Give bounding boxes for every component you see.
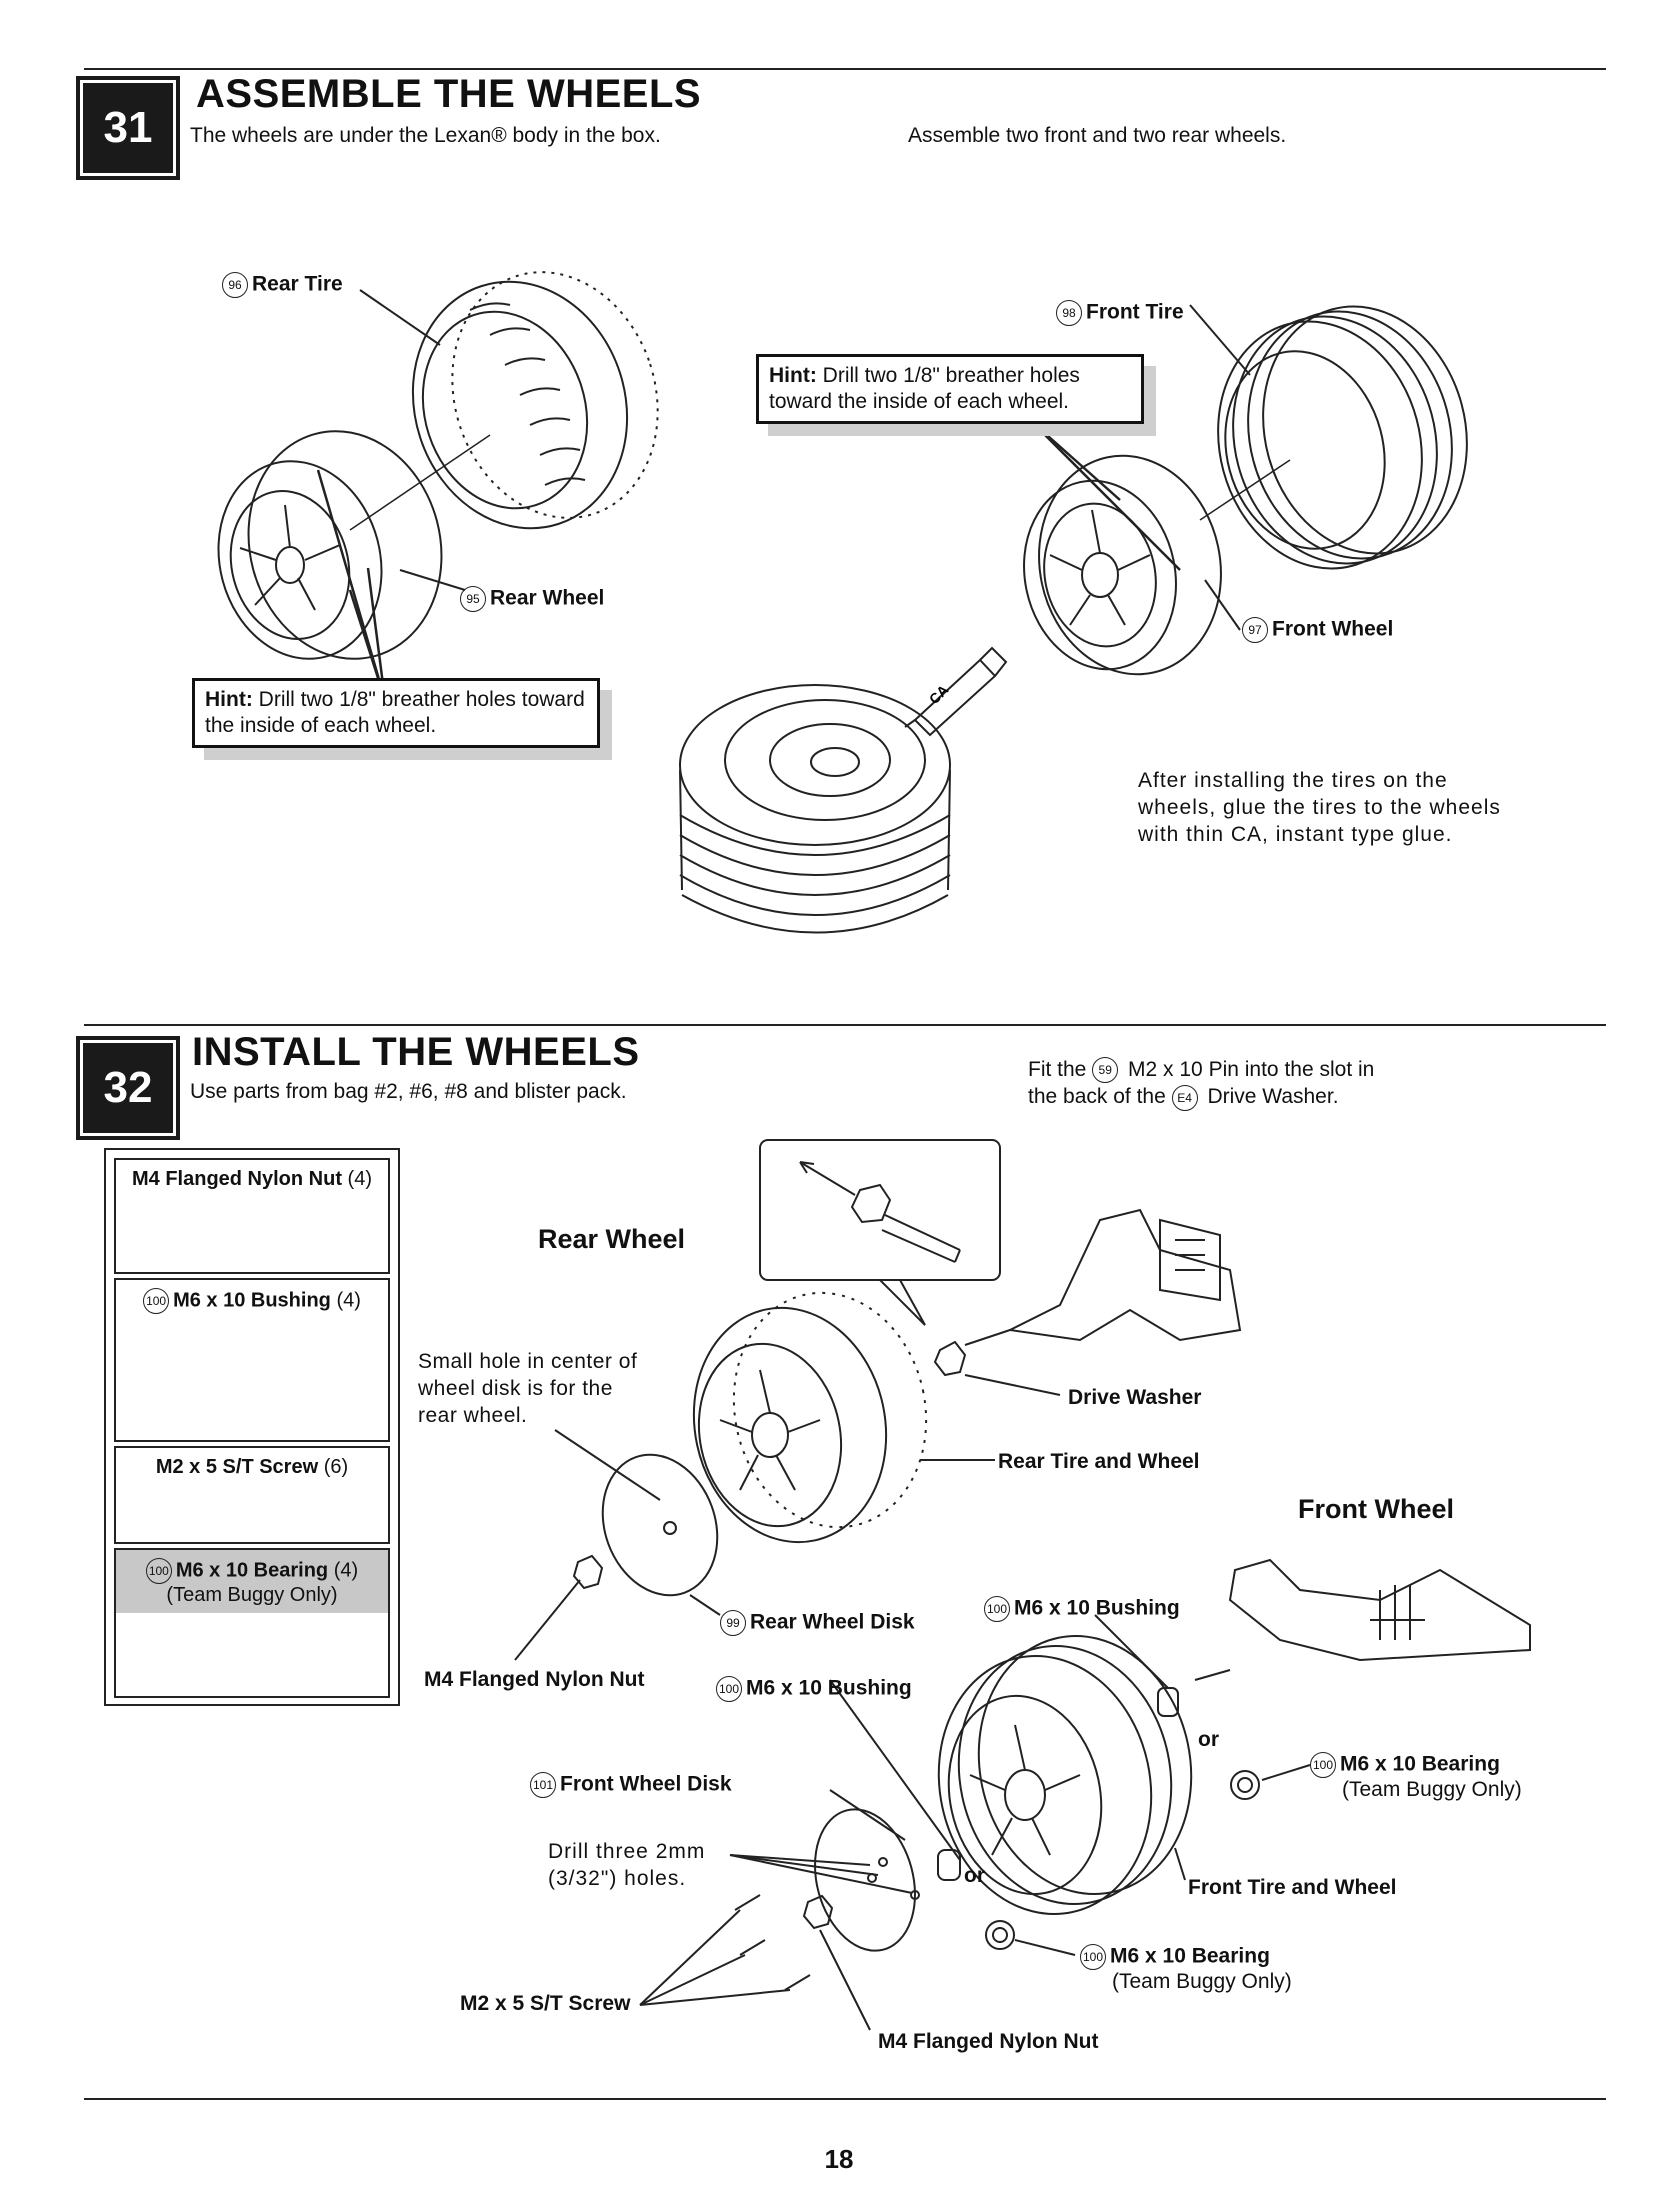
part-screw: M2 x 5 S/T Screw (6) — [114, 1446, 390, 1544]
hint-box-front: Hint: Drill two 1/8" breather holes towa… — [756, 354, 1144, 424]
top-rule — [84, 68, 1606, 70]
ca-text: CA — [926, 681, 952, 707]
pin-detail-inset — [759, 1139, 1001, 1281]
inset-arrow — [799, 1161, 856, 1196]
ca-glue-tube — [904, 646, 1008, 737]
pin-note: Fit the 59 M2 x 10 Pin into the slot in … — [1028, 1056, 1448, 1111]
rear-tire-drawing — [411, 271, 659, 530]
rear-wheel-heading: Rear Wheel — [538, 1224, 686, 1254]
bearing-team-top: (Team Buggy Only) — [1342, 1778, 1522, 1801]
or-label-bottom: or — [964, 1864, 985, 1887]
front-tire-32 — [937, 1634, 1193, 1916]
step-32-intro: Use parts from bag #2, #6, #8 and bliste… — [190, 1080, 627, 1103]
page-number: 18 — [824, 2144, 854, 2174]
nut-label-bottom: M4 Flanged Nylon Nut — [878, 2030, 1099, 2053]
front-wheel-drawing — [1023, 454, 1222, 676]
rear-tire-wheel-label: Rear Tire and Wheel — [998, 1450, 1200, 1473]
rear-nut-drawing — [572, 1554, 604, 1590]
front-wheel-heading: Front Wheel — [1298, 1494, 1454, 1524]
small-hole-note: Small hole in center of wheel disk is fo… — [418, 1350, 638, 1427]
inset-pin — [881, 1214, 961, 1263]
glued-tire-drawing — [679, 684, 951, 934]
rear-tire-32 — [692, 1291, 928, 1544]
section-rule — [84, 1024, 1606, 1026]
drive-washer-label: Drive Washer — [1068, 1386, 1202, 1409]
rear-suspension-drawing — [1006, 1208, 1242, 1342]
inset-pointer — [879, 1279, 926, 1326]
drive-washer-drawing — [933, 1340, 967, 1377]
glue-note: After installing the tires on the wheels… — [1138, 769, 1501, 846]
front-suspension-drawing — [1228, 1558, 1531, 1662]
inset-washer — [850, 1183, 892, 1224]
or-label-top: or — [1198, 1728, 1219, 1751]
step-31-title: ASSEMBLE THE WHEELS — [196, 72, 702, 116]
step-31-badge: 31 — [76, 76, 180, 180]
front-bushing-small — [937, 1849, 961, 1881]
screw-label: M2 x 5 S/T Screw — [460, 1992, 631, 2015]
nut-label: M4 Flanged Nylon Nut — [424, 1668, 645, 1691]
screw-drawings — [734, 1894, 811, 1991]
front-tire-drawing — [1217, 305, 1468, 570]
step-31-intro: The wheels are under the Lexan® body in … — [190, 124, 661, 147]
front-nut-drawing — [802, 1894, 834, 1930]
bottom-rule — [84, 2098, 1606, 2100]
part-nut: M4 Flanged Nylon Nut (4) — [114, 1158, 390, 1274]
rear-wheel-drawing — [217, 430, 443, 660]
step-32-badge: 32 — [76, 1036, 180, 1140]
step-31-intro-b: Assemble two front and two rear wheels. — [908, 124, 1287, 147]
front-tire-wheel-label: Front Tire and Wheel — [1188, 1876, 1397, 1899]
bearing-team-bottom: (Team Buggy Only) — [1112, 1970, 1292, 1993]
bearing-drawing — [985, 1920, 1015, 1950]
hint-box-rear: Hint: Drill two 1/8" breather holes towa… — [192, 678, 600, 748]
front-wheel-disk-drawing — [814, 1808, 916, 1952]
rear-wheel-disk-drawing — [601, 1453, 719, 1597]
drill-note: Drill three 2mm (3/32") holes. — [548, 1840, 706, 1890]
step-32-title: INSTALL THE WHEELS — [192, 1030, 640, 1074]
bearing-top-drawing — [1230, 1770, 1260, 1800]
